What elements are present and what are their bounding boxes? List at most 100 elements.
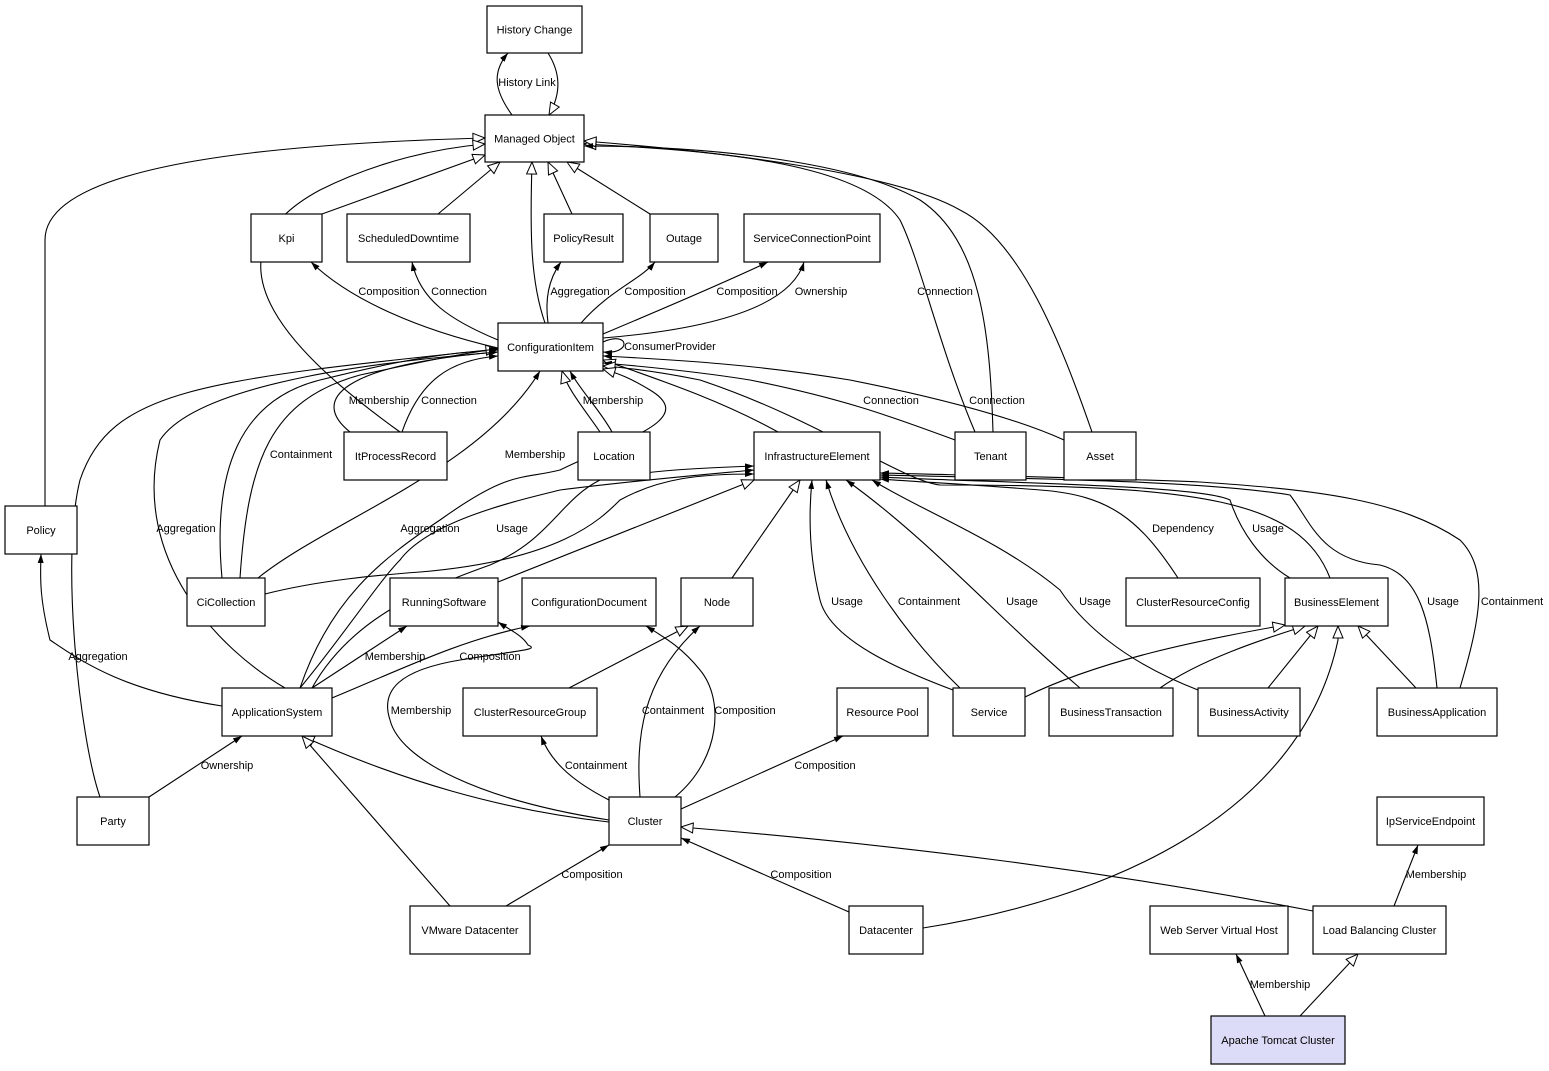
node-running-software[interactable]: RunningSoftware <box>389 577 499 627</box>
node-box[interactable] <box>954 431 1027 481</box>
node-location[interactable]: Location <box>577 431 651 481</box>
association-line <box>879 470 1480 689</box>
node-vmware-datacenter[interactable]: VMware Datacenter <box>409 905 531 955</box>
association-line <box>638 625 701 798</box>
edge-label: Usage <box>831 596 863 608</box>
node-scheduled-downtime[interactable]: ScheduledDowntime <box>346 213 471 263</box>
node-box[interactable] <box>343 431 448 481</box>
node-box[interactable] <box>848 905 924 955</box>
node-business-activity[interactable]: BusinessActivity <box>1197 687 1301 737</box>
node-resource-pool[interactable]: Resource Pool <box>836 687 929 737</box>
node-box[interactable] <box>1376 687 1498 737</box>
edge-label: Connection <box>917 286 973 298</box>
edge-label: Connection <box>863 395 919 407</box>
node-apache-tomcat-cluster[interactable]: Apache Tomcat Cluster <box>1210 1015 1346 1065</box>
node-cluster-resource-config[interactable]: ClusterResourceConfig <box>1125 577 1261 627</box>
node-box[interactable] <box>836 687 929 737</box>
node-label: BusinessActivity <box>1209 707 1289 719</box>
node-business-element[interactable]: BusinessElement <box>1284 577 1389 627</box>
node-box[interactable] <box>680 577 754 627</box>
node-box[interactable] <box>1063 431 1137 481</box>
node-it-process-record[interactable]: ItProcessRecord <box>343 431 448 481</box>
node-box[interactable] <box>1284 577 1389 627</box>
node-box[interactable] <box>1125 577 1261 627</box>
node-box[interactable] <box>409 905 531 955</box>
node-box[interactable] <box>952 687 1026 737</box>
node-policy-result[interactable]: PolicyResult <box>543 213 624 263</box>
node-box[interactable] <box>186 577 266 627</box>
node-asset[interactable]: Asset <box>1063 431 1137 481</box>
node-box[interactable] <box>462 687 598 737</box>
edge-business-element-to-infrastructure-element: Usage <box>879 474 1291 579</box>
edge-application-system-to-configuration-item: Aggregation <box>153 349 499 689</box>
node-node[interactable]: Node <box>680 577 754 627</box>
node-box[interactable] <box>484 114 585 163</box>
node-box[interactable] <box>4 505 78 555</box>
node-box[interactable] <box>486 5 583 54</box>
node-service[interactable]: Service <box>952 687 1026 737</box>
node-box[interactable] <box>1312 905 1447 955</box>
node-load-balancing-cluster[interactable]: Load Balancing Cluster <box>1312 905 1447 955</box>
node-configuration-item[interactable]: ConfigurationItem <box>497 322 604 372</box>
edge-label: Composition <box>716 286 777 298</box>
node-tenant[interactable]: Tenant <box>954 431 1027 481</box>
node-box[interactable] <box>753 431 881 481</box>
node-box[interactable] <box>76 796 150 846</box>
edge-label: Composition <box>459 651 520 663</box>
node-box[interactable] <box>1149 905 1289 955</box>
edge-business-application-to-business-element <box>1358 626 1417 689</box>
node-box[interactable] <box>608 796 682 846</box>
edge-label: Ownership <box>201 760 254 772</box>
node-service-connection-point[interactable]: ServiceConnectionPoint <box>743 213 881 263</box>
edge-vmware-datacenter-to-cluster: Composition <box>505 844 623 907</box>
edge-label: Containment <box>642 705 704 717</box>
inheritance-line <box>584 141 1093 433</box>
edge-label: Aggregation <box>156 523 215 535</box>
node-label: Apache Tomcat Cluster <box>1221 1035 1335 1047</box>
node-managed-object[interactable]: Managed Object <box>484 114 585 163</box>
node-box[interactable] <box>1210 1015 1346 1065</box>
node-label: Location <box>593 451 635 463</box>
edge-label: Usage <box>496 523 528 535</box>
node-box[interactable] <box>497 322 604 372</box>
node-ip-service-endpoint[interactable]: IpServiceEndpoint <box>1376 796 1485 846</box>
inheritance-line <box>547 52 558 115</box>
node-box[interactable] <box>1376 796 1485 846</box>
node-box[interactable] <box>543 213 624 263</box>
association-line <box>1393 844 1419 907</box>
edge-cluster-to-configuration-document: Composition <box>645 625 776 798</box>
node-business-transaction[interactable]: BusinessTransaction <box>1048 687 1174 737</box>
edge-policy-to-managed-object <box>44 138 485 506</box>
node-policy[interactable]: Policy <box>4 505 78 555</box>
node-infrastructure-element[interactable]: InfrastructureElement <box>753 431 881 481</box>
inheritance-line <box>681 827 1314 912</box>
node-box[interactable] <box>250 213 323 263</box>
inheritance-line <box>567 162 651 215</box>
node-box[interactable] <box>346 213 471 263</box>
edge-configuration-item-to-kpi: Composition <box>310 261 499 349</box>
node-business-application[interactable]: BusinessApplication <box>1376 687 1498 737</box>
node-cluster-resource-group[interactable]: ClusterResourceGroup <box>462 687 598 737</box>
node-datacenter[interactable]: Datacenter <box>848 905 924 955</box>
node-box[interactable] <box>389 577 499 627</box>
node-ci-collection[interactable]: CiCollection <box>186 577 266 627</box>
node-kpi[interactable]: Kpi <box>250 213 323 263</box>
edge-label: Membership <box>365 651 426 663</box>
node-box[interactable] <box>521 577 657 627</box>
node-configuration-document[interactable]: ConfigurationDocument <box>521 577 657 627</box>
node-party[interactable]: Party <box>76 796 150 846</box>
edge-application-system-to-configuration-item <box>299 369 667 689</box>
node-history-change[interactable]: History Change <box>486 5 583 54</box>
node-box[interactable] <box>1197 687 1301 737</box>
node-box[interactable] <box>743 213 881 263</box>
node-box[interactable] <box>577 431 651 481</box>
edge-location-to-configuration-item <box>562 371 601 433</box>
node-box[interactable] <box>221 687 333 737</box>
node-cluster[interactable]: Cluster <box>608 796 682 846</box>
node-web-server-virtual-host[interactable]: Web Server Virtual Host <box>1149 905 1289 955</box>
node-outage[interactable]: Outage <box>649 213 719 263</box>
edge-tenant-to-configuration-item: Connection <box>602 360 956 441</box>
node-box[interactable] <box>649 213 719 263</box>
node-application-system[interactable]: ApplicationSystem <box>221 687 333 737</box>
node-box[interactable] <box>1048 687 1174 737</box>
